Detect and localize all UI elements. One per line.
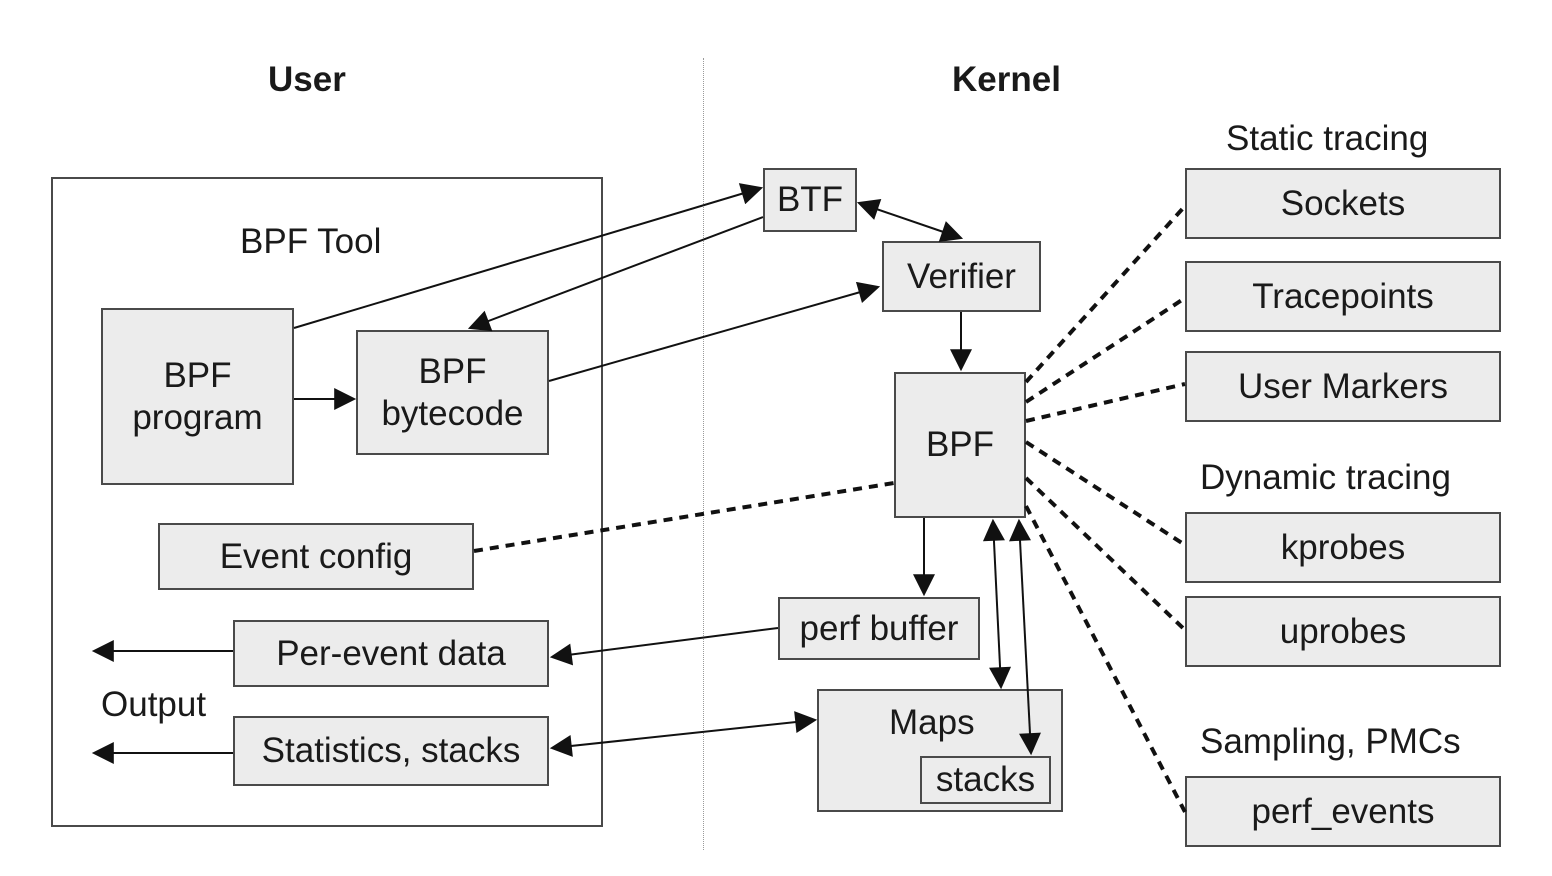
statistics-stacks-box: Statistics, stacks — [233, 716, 549, 786]
user-markers-dashed-link — [1025, 382, 1186, 423]
tracepoints-label: Tracepoints — [1252, 276, 1434, 316]
bpf-stacks-arrow — [1009, 518, 1041, 756]
perf-events-dashed-link — [1024, 505, 1187, 813]
uprobes-label: uprobes — [1279, 611, 1407, 651]
bpf-program-box: BPF program — [101, 308, 294, 485]
perf-buffer-to-per-event-arrow — [549, 627, 779, 666]
kernel-heading: Kernel — [952, 60, 1061, 99]
bpf-bytecode-label: BPF bytecode — [381, 351, 524, 433]
program-to-btf-arrow — [293, 183, 764, 329]
stacks-box: stacks — [920, 756, 1051, 804]
maps-label: Maps — [889, 703, 975, 742]
user-markers-label: User Markers — [1237, 366, 1449, 406]
static-tracing-heading: Static tracing — [1226, 119, 1429, 158]
event-config-dashed-link — [473, 481, 895, 553]
bpf-maps-arrow — [982, 518, 1012, 690]
uprobes-dashed-link — [1024, 476, 1187, 632]
tracepoints-dashed-link — [1024, 296, 1187, 404]
user-heading: User — [268, 60, 346, 99]
kprobes-dashed-link — [1024, 440, 1187, 547]
bytecode-to-verifier-arrow — [548, 281, 881, 382]
perf-buffer-label: perf buffer — [799, 608, 959, 648]
verifier-box: Verifier — [882, 241, 1041, 312]
bpf-tool-title: BPF Tool — [240, 222, 382, 261]
btf-label: BTF — [776, 180, 844, 219]
statistics-stacks-label: Statistics, stacks — [261, 731, 521, 770]
event-config-label: Event config — [219, 536, 413, 576]
event-config-box: Event config — [158, 523, 474, 590]
stacks-label: stacks — [935, 760, 1036, 799]
bpf-tool-frame — [51, 177, 603, 827]
btf-verifier-arrow — [856, 199, 964, 242]
perf-buffer-box: perf buffer — [778, 597, 980, 660]
sampling-pmcs-heading: Sampling, PMCs — [1200, 722, 1461, 761]
tracepoints-box: Tracepoints — [1185, 261, 1501, 332]
maps-statistics-arrow — [549, 711, 818, 757]
bpf-kernel-box: BPF — [894, 372, 1026, 518]
sockets-label: Sockets — [1280, 183, 1406, 223]
uprobes-box: uprobes — [1185, 596, 1501, 667]
verifier-label: Verifier — [907, 256, 1016, 296]
perf-events-box: perf_events — [1185, 776, 1501, 847]
user-kernel-divider — [703, 58, 704, 850]
user-markers-box: User Markers — [1185, 351, 1501, 422]
bpf-kernel-label: BPF — [925, 425, 995, 464]
btf-box: BTF — [763, 168, 857, 232]
sockets-box: Sockets — [1185, 168, 1501, 239]
output-label: Output — [101, 685, 207, 724]
perf-events-label: perf_events — [1251, 791, 1435, 831]
bpf-bytecode-box: BPF bytecode — [356, 330, 549, 455]
kprobes-box: kprobes — [1185, 512, 1501, 583]
kprobes-label: kprobes — [1280, 527, 1406, 567]
bpf-program-label: BPF program — [132, 355, 263, 437]
btf-to-bytecode-arrow — [467, 216, 764, 332]
dynamic-tracing-heading: Dynamic tracing — [1200, 458, 1451, 497]
sockets-dashed-link — [1024, 204, 1187, 384]
per-event-data-label: Per-event data — [276, 633, 506, 673]
per-event-data-box: Per-event data — [233, 620, 549, 687]
